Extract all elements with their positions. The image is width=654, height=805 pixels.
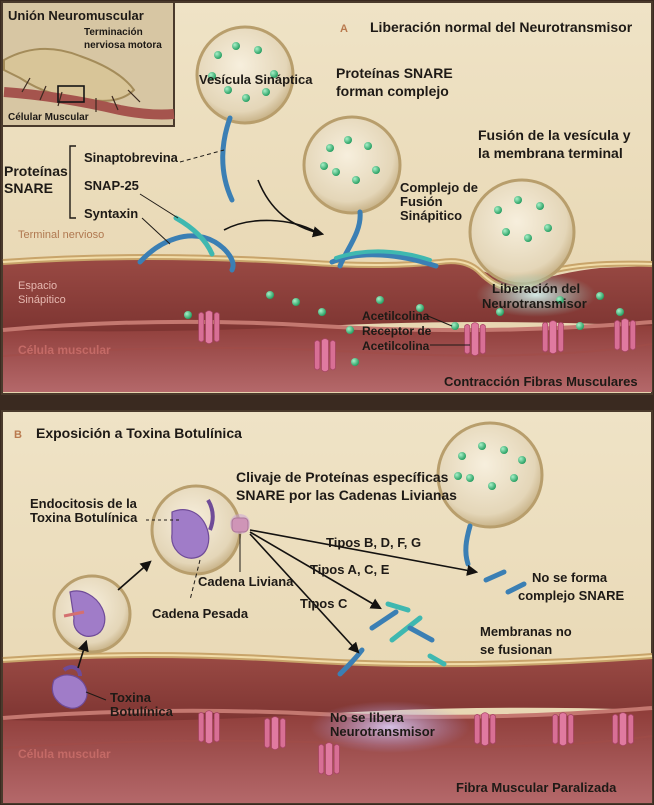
- outcome-b: Fibra Muscular Paralizada: [456, 780, 617, 795]
- snare-group-label-1: Proteínas: [4, 163, 68, 179]
- botulinum-toxin: [51, 665, 88, 709]
- fusion-label-2: la membrana terminal: [478, 145, 623, 161]
- leader-sinaptobrevina: [179, 149, 225, 163]
- inset-nerve-label-1: Terminación: [84, 27, 143, 38]
- leader-snap25: [139, 193, 179, 219]
- arrow-vesicle-to-complex: [257, 179, 325, 238]
- panel-divider: [0, 395, 654, 411]
- release-label-2: Neurotransmisor: [482, 296, 587, 311]
- panel-a-letter: A: [340, 23, 348, 35]
- arrow-snare-to-complex: [223, 219, 317, 233]
- no-release-label-2: Neurotransmisor: [330, 724, 435, 739]
- vesicle-label: Vesícula Sináptica: [199, 72, 313, 87]
- fusion-complex-label-1: Complejo de: [400, 180, 478, 195]
- snare-item-sinaptobrevina: Sinaptobrevina: [84, 150, 179, 165]
- types-c: Tipos C: [300, 596, 348, 611]
- fusion-complex-label-2: Fusión: [400, 194, 443, 209]
- outcome-a: Contracción Fibras Musculares: [444, 374, 638, 389]
- snare-complex-label-1: Proteínas SNARE: [336, 65, 453, 81]
- toxin-label-1: Toxina: [110, 690, 152, 705]
- types-bdfg: Tipos B, D, F, G: [326, 535, 421, 550]
- no-release-glow: [310, 701, 470, 753]
- snare-item-syntaxin: Syntaxin: [84, 206, 138, 221]
- types-ace: Tipos A, C, E: [310, 562, 390, 577]
- endocytosis-label-2: Toxina Botulínica: [30, 510, 138, 525]
- cleaved-snare-fragments: [337, 569, 527, 677]
- no-fusion-label-1: Membranas no: [480, 624, 572, 639]
- snare-proteins-free: [137, 215, 236, 273]
- endocytosis-label-1: Endocitosis de la: [30, 496, 138, 511]
- synaptic-vesicle: [195, 25, 295, 203]
- inset-nerve-label-2: nerviosa motora: [84, 40, 162, 51]
- no-release-label-1: No se libera: [330, 710, 404, 725]
- snare-bracket: [69, 145, 76, 219]
- panel-b-letter: B: [14, 429, 22, 441]
- panel-a-title: Liberación normal del Neurotransmisor: [370, 19, 633, 35]
- acetylcholine-dots: [184, 291, 624, 366]
- muscle-label-b: Célula muscular: [18, 747, 111, 761]
- receptor-label-1: Receptor de: [362, 324, 432, 338]
- panel-b: B Exposición a Toxina Botulínica Clivaje…: [1, 410, 653, 804]
- no-snare-label-1: No se forma: [532, 570, 608, 585]
- cleavage-label-1: Clivaje de Proteínas específicas: [236, 469, 449, 485]
- cleft-label-2: Sinápitico: [18, 294, 66, 306]
- muscle-label-a: Célula muscular: [18, 343, 111, 357]
- snare-item-snap25: SNAP-25: [84, 178, 139, 193]
- panel-b-arrows: [77, 529, 479, 669]
- synaptic-cleft-b: [3, 655, 652, 722]
- fusing-vesicle: [468, 178, 596, 317]
- panel-a: Unión Neuromuscular Terminación nerviosa…: [1, 1, 653, 395]
- snare-group-label-2: SNARE: [4, 180, 53, 196]
- light-chain: [230, 514, 250, 534]
- snare-complex-label-2: forman complejo: [336, 83, 449, 99]
- fusion-complex-label-3: Sinápitico: [400, 208, 462, 223]
- toxin-vesicle: [150, 484, 242, 576]
- synaptic-cleft-a: [3, 257, 652, 332]
- cleavage-label-2: SNARE por las Cadenas Livianas: [236, 487, 457, 503]
- unfused-vesicle: [436, 421, 544, 567]
- inset-muscle-label: Célular Muscular: [8, 112, 89, 123]
- no-fusion-label-2: se fusionan: [480, 642, 552, 657]
- muscle-membrane-b: [2, 706, 653, 720]
- toxin-label-2: Botulínica: [110, 704, 174, 719]
- terminal-label: Terminal nervioso: [18, 229, 104, 241]
- inset-title: Unión Neuromuscular: [8, 8, 144, 23]
- docking-vesicle: [302, 115, 439, 269]
- panel-b-title: Exposición a Toxina Botulínica: [36, 425, 242, 441]
- heavy-chain-label: Cadena Pesada: [152, 606, 249, 621]
- endocytosis-vesicle: [52, 574, 132, 654]
- release-label-1: Liberación del: [492, 281, 580, 296]
- no-snare-label-2: complejo SNARE: [518, 588, 625, 603]
- light-chain-label: Cadena Liviana: [198, 574, 294, 589]
- inset-neuromuscular: Unión Neuromuscular Terminación nerviosa…: [1, 1, 175, 127]
- leader-toxin: [85, 691, 107, 701]
- leader-syntaxin: [141, 217, 171, 245]
- leader-ach: [427, 315, 453, 327]
- receptor-label-2: Acetilcolina: [362, 339, 430, 353]
- ach-label: Acetilcolina: [362, 309, 430, 323]
- fusion-label-1: Fusión de la vesícula y: [478, 127, 631, 143]
- cleft-label-1: Espacio: [18, 280, 57, 292]
